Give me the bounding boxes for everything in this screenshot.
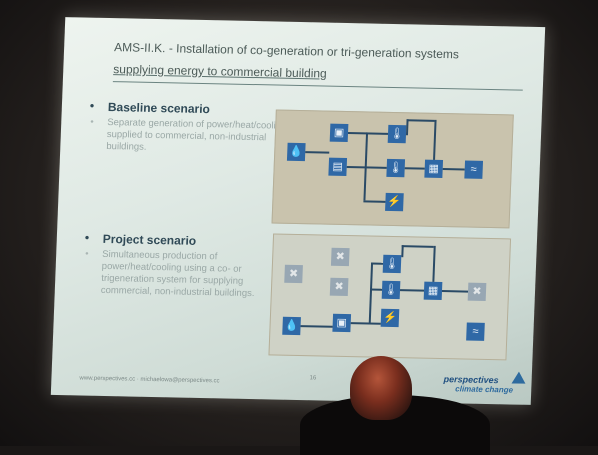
baseline-diagram: 💧 ▣ ▤ 🌡 🌡 ⚡ ▦ ≈ — [271, 109, 514, 229]
building-icon: ▦ — [423, 281, 443, 301]
flow-line — [406, 119, 435, 122]
perspectives-logo: perspectives climate change — [443, 370, 526, 398]
project-text: Simultaneous production of power/heat/co… — [79, 248, 291, 300]
bolt-icon: ⚡ — [385, 192, 404, 212]
cogeneration-unit-icon: ▣ — [332, 313, 352, 333]
page-number: 16 — [309, 375, 317, 382]
bolt-icon: ⚡ — [380, 308, 400, 328]
projected-slide: AMS-II.K. - Installation of co-generatio… — [50, 17, 546, 405]
flow-line — [370, 262, 384, 265]
output-icon: ≈ — [466, 322, 485, 341]
power-plant-factory-icon: ▣ — [329, 123, 349, 143]
flow-line — [432, 245, 436, 282]
flow-line — [363, 200, 386, 203]
project-diagram: ✖ ✖ ✖ 🌡 🌡 ⚡ ▦ ✖ 💧 ▣ ≈ — [268, 233, 512, 361]
flow-line — [405, 119, 409, 136]
logo-line2: climate change — [455, 384, 514, 395]
project-heading: Project scenario — [81, 231, 291, 249]
flow-line — [300, 325, 333, 328]
flow-line — [404, 167, 425, 170]
flow-line — [399, 289, 425, 292]
thermometer-icon-2: 🌡 — [386, 158, 406, 178]
crossed-fuel-icon: ✖ — [284, 264, 303, 284]
crossed-boiler-icon: ✖ — [329, 277, 349, 297]
flow-line — [441, 290, 469, 293]
flow-line — [433, 119, 437, 160]
heat-waves-icon: ≈ — [464, 160, 484, 179]
flow-line — [401, 245, 434, 248]
flow-line — [350, 322, 381, 325]
thermometer-icon: 🌡 — [382, 254, 402, 274]
logo-mark-icon — [511, 371, 526, 384]
fuel-drop-icon: 💧 — [286, 142, 306, 162]
baseline-heading: Baseline scenario — [86, 100, 296, 118]
fuel-drop-icon: 💧 — [282, 316, 301, 336]
slide-title: AMS-II.K. - Installation of co-generatio… — [113, 36, 520, 88]
building-icon: ▦ — [424, 159, 444, 179]
logo-line1: perspectives — [443, 374, 499, 386]
flow-line — [369, 288, 383, 291]
audience-head — [350, 356, 412, 420]
thermometer-icon: 🌡 — [387, 124, 407, 144]
boiler-icon: ▤ — [328, 157, 348, 177]
baseline-text: Separate generation of power/heat/coolin… — [84, 117, 295, 157]
flow-line — [305, 151, 330, 154]
thermometer-icon-2: 🌡 — [381, 280, 401, 300]
crossed-heat-waves-icon: ✖ — [467, 282, 487, 301]
crossed-power-plant-icon: ✖ — [330, 247, 350, 267]
flow-line — [368, 262, 374, 323]
project-section: Project scenario Simultaneous production… — [79, 231, 291, 300]
footer-url: www.perspectives.cc · michaelowa@perspec… — [79, 375, 220, 385]
baseline-section: Baseline scenario Separate generation of… — [84, 100, 296, 157]
flow-line — [442, 168, 465, 171]
